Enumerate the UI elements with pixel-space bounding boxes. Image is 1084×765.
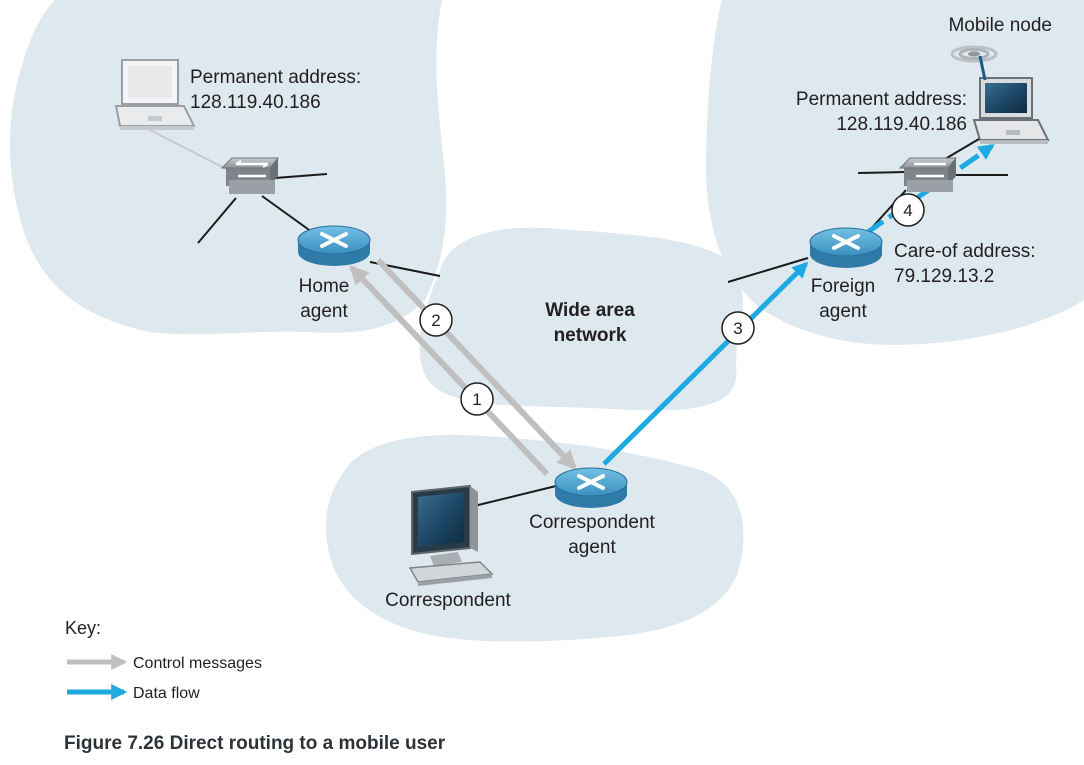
correspondent-desktop-icon <box>408 484 494 586</box>
mobile-laptop-icon <box>972 77 1050 144</box>
control-message-response-arrow <box>375 257 577 470</box>
step-3-marker: 3 <box>721 311 755 345</box>
wireless-signal-icon <box>950 45 998 81</box>
key-title: Key: <box>65 618 101 638</box>
home-permanent-address-label: Permanent address: <box>190 67 361 88</box>
figure-caption: Figure 7.26 Direct routing to a mobile u… <box>64 733 446 754</box>
step-1-marker: 1 <box>460 382 494 416</box>
home-agent-label-line1: Home <box>299 276 350 297</box>
svg-text:2: 2 <box>431 311 440 330</box>
data-flow-correspondent-to-foreign-arrow <box>602 261 809 466</box>
wide-area-network-cloud <box>419 227 743 411</box>
home-permanent-address-value: 128.119.40.186 <box>190 92 321 113</box>
foreign-agent-router-icon <box>809 227 883 268</box>
foreign-agent-label-line1: Foreign <box>811 276 875 297</box>
mobile-node-label: Mobile node <box>948 15 1052 36</box>
home-agent-label-line2: agent <box>300 301 348 322</box>
svg-text:4: 4 <box>903 201 912 220</box>
key-data-label: Data flow <box>133 685 200 702</box>
correspondent-network-cloud <box>325 435 744 642</box>
home-laptop-icon <box>114 59 196 130</box>
home-switch-icon <box>220 157 280 194</box>
svg-text:1: 1 <box>472 390 481 409</box>
home-agent-router-icon <box>297 225 371 266</box>
key-legend: Key: Control messages Data flow <box>65 618 262 702</box>
mobile-permanent-address-value: 128.119.40.186 <box>836 114 967 135</box>
correspondent-agent-label-line2: agent <box>568 537 616 558</box>
wan-label-line2: network <box>554 325 627 346</box>
foreign-switch-icon <box>898 157 958 192</box>
svg-text:3: 3 <box>733 319 742 338</box>
foreign-agent-label-line2: agent <box>819 301 867 322</box>
wan-label-line1: Wide area <box>545 300 635 321</box>
correspondent-agent-label-line1: Correspondent <box>529 512 655 533</box>
correspondent-host-label: Correspondent <box>385 590 511 611</box>
correspondent-agent-router-icon <box>554 467 628 508</box>
care-of-address-label: Care-of address: <box>894 241 1036 262</box>
key-control-label: Control messages <box>133 655 262 672</box>
step-2-marker: 2 <box>419 303 453 337</box>
mobile-permanent-address-label: Permanent address: <box>796 89 967 110</box>
step-4-marker: 4 <box>891 193 925 227</box>
control-message-query-arrow <box>349 265 550 477</box>
care-of-address-value: 79.129.13.2 <box>894 266 994 287</box>
